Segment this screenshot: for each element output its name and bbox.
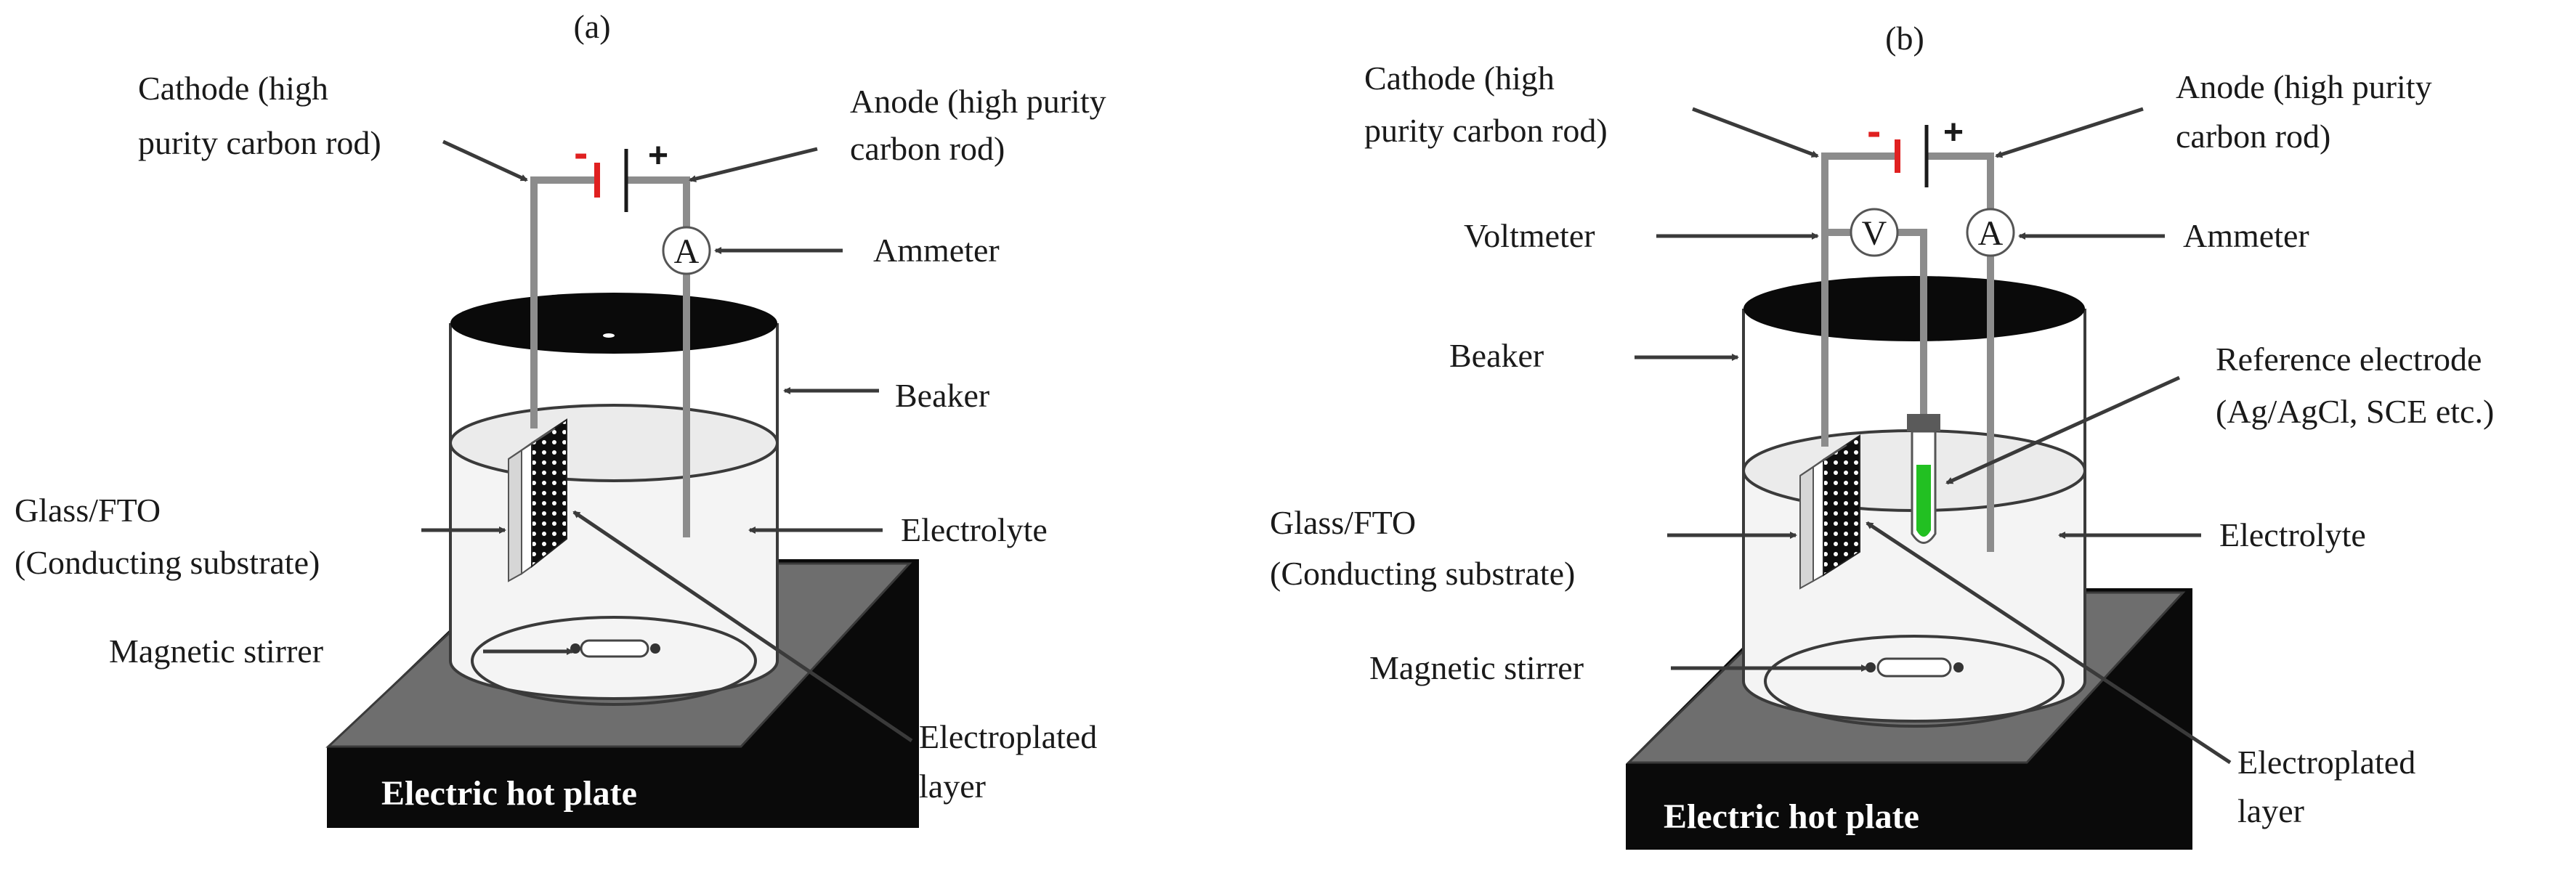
panel-b-ammeter-symbol: A <box>1978 214 2004 253</box>
panel-a-substrate <box>508 418 567 582</box>
panel-a-lid <box>450 293 777 354</box>
panel-b-plated-label-2: layer <box>2237 792 2304 829</box>
panel-a-stir-bar <box>580 639 649 658</box>
panel-b-glass-label-1: Glass/FTO <box>1270 504 1416 541</box>
panel-b-glass-label-2: (Conducting substrate) <box>1270 555 1575 592</box>
panel-b-anode-label-2: carbon rod) <box>2176 118 2330 155</box>
panel-b-reference-label-1: Reference electrode <box>2216 341 2482 378</box>
panel-a: (a) Electric hot plate <box>15 8 1106 828</box>
panel-b-cathode-label-2: purity carbon rod) <box>1364 112 1608 149</box>
panel-b-voltmeter-label: Voltmeter <box>1464 217 1595 254</box>
panel-a-glass-label-1: Glass/FTO <box>15 492 161 529</box>
panel-b-neg-sign: - <box>1867 107 1881 155</box>
panel-b-caption: (b) <box>1885 20 1924 57</box>
panel-a-anode-label-1: Anode (high purity <box>850 83 1106 120</box>
panel-b-voltmeter <box>1850 208 1899 257</box>
panel-b-substrate <box>1799 434 1860 590</box>
panel-a-cathode-label-2: purity carbon rod) <box>138 124 381 161</box>
panel-a-caption: (a) <box>573 8 610 45</box>
panel-b-pos-sign: + <box>1943 113 1964 152</box>
panel-a-hot-plate-label: Electric hot plate <box>381 774 637 813</box>
panel-a-ammeter <box>662 226 711 275</box>
panel-b-ammeter-label: Ammeter <box>2183 217 2309 254</box>
panel-b-beaker-label: Beaker <box>1449 337 1544 374</box>
panel-b-stir-bar <box>1876 657 1952 678</box>
panel-a-plated-label-2: layer <box>919 768 986 805</box>
panel-b-cathode-label-1: Cathode (high <box>1364 60 1555 97</box>
panel-a-ammeter-symbol: A <box>674 232 700 271</box>
panel-a-neg-sign: - <box>574 129 588 176</box>
panel-a-glass-label-2: (Conducting substrate) <box>15 544 320 581</box>
panel-a-anode-label-2: carbon rod) <box>850 130 1005 167</box>
panel-b-plated-label-1: Electroplated <box>2237 744 2415 781</box>
panel-a-electroplated-layer <box>531 418 567 569</box>
panel-a-pos-sign: + <box>648 137 668 175</box>
panel-a-plated-label-1: Electroplated <box>919 718 1097 755</box>
panel-a-beaker-label: Beaker <box>895 377 989 414</box>
panel-b-circuit: - + V A <box>1821 107 2015 552</box>
panel-b-reference-electrode <box>1907 304 1940 544</box>
panel-b-reference-label-2: (Ag/AgCl, SCE etc.) <box>2216 393 2494 430</box>
panel-b-lid <box>1743 276 2085 341</box>
panel-b-anode-label-1: Anode (high purity <box>2176 68 2432 105</box>
panel-b-ammeter <box>1966 208 2015 257</box>
panel-b-stirrer-label: Magnetic stirrer <box>1369 649 1584 686</box>
panel-b: (b) Electric hot plate <box>1270 20 2494 850</box>
panel-b-electrolyte-label: Electrolyte <box>2219 516 2366 553</box>
panel-a-ammeter-label: Ammeter <box>873 232 1000 269</box>
panel-b-hot-plate-label: Electric hot plate <box>1664 797 1919 836</box>
panel-b-electroplated-layer <box>1823 434 1860 577</box>
panel-a-beaker <box>449 293 779 706</box>
panel-a-electrolyte-label: Electrolyte <box>901 511 1048 548</box>
panel-a-stirrer-label: Magnetic stirrer <box>109 633 323 670</box>
panel-a-circuit: - + A <box>530 129 711 537</box>
panel-a-cathode-label-1: Cathode (high <box>138 70 328 107</box>
panel-b-voltmeter-symbol: V <box>1862 214 1887 253</box>
